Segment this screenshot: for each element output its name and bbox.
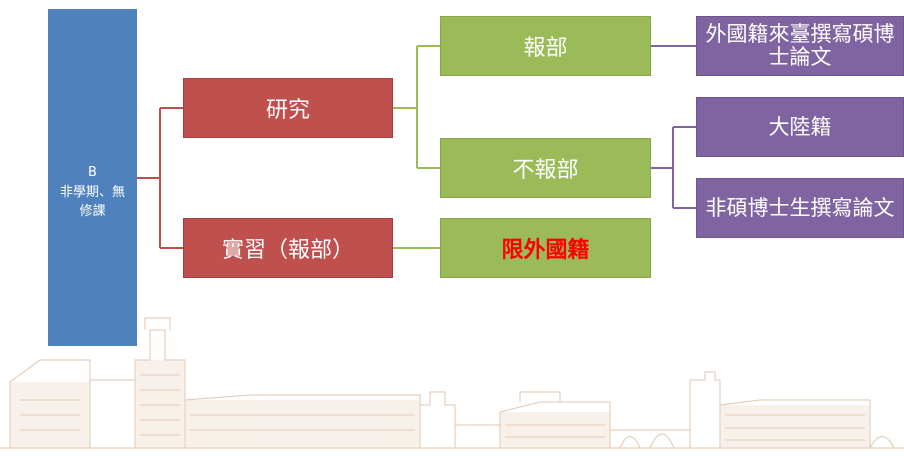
foreign-only-node: 限外國籍 [440,218,651,278]
root-desc: 非學期、無修課 [59,184,125,219]
root-node: B 非學期、無修課 [48,9,137,346]
no-report-label: 不報部 [512,158,579,183]
internship-label: 實習（報部） [221,238,354,263]
research-label: 研究 [265,98,310,123]
no-report-node: 不報部 [440,138,651,198]
foreign-thesis-node: 外國籍來臺撰寫碩博士論文 [696,16,904,76]
mainland-label: 大陸籍 [768,114,832,139]
report-label: 報部 [523,36,568,61]
research-node: 研究 [183,78,393,138]
root-code: B [88,164,97,180]
mainland-node: 大陸籍 [696,97,904,157]
non-degree-thesis-node: 非碩博士生撰寫論文 [696,178,904,238]
internship-node: 實習（報部） [183,218,393,278]
report-node: 報部 [440,16,651,76]
foreign-only-label: 限外國籍 [501,238,590,263]
non-degree-thesis-label: 非碩博士生撰寫論文 [705,195,895,220]
foreign-thesis-label: 外國籍來臺撰寫碩博士論文 [705,22,895,69]
